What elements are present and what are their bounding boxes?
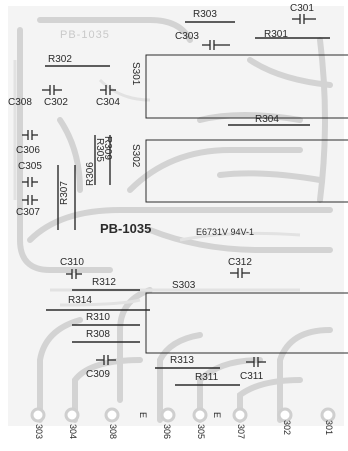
capacitor-label-c301: C301 (290, 3, 314, 14)
cap-c304 (100, 85, 116, 95)
resistor-label-r312: R312 (92, 277, 116, 288)
capacitor-label-c307: C307 (16, 207, 40, 218)
cap-c310 (66, 269, 82, 279)
capacitor-label-c310: C310 (60, 257, 84, 268)
connector-pads (30, 407, 336, 423)
pin-label-307: 307 (236, 424, 246, 440)
resistor-label-r306: R306 (85, 162, 96, 186)
resistor-label-r311: R311 (195, 372, 219, 383)
cap-c309 (96, 355, 116, 365)
pin-label-308: 308 (108, 424, 118, 440)
pin-label-e-left: E (138, 412, 148, 419)
resistor-label-r314: R314 (68, 295, 92, 306)
capacitor-label-c303: C303 (175, 31, 199, 42)
cap-c306 (22, 130, 38, 140)
capacitor-label-c312: C312 (228, 257, 252, 268)
pin-label-302: 302 (282, 420, 292, 436)
switch-label-s302: S302 (130, 144, 141, 168)
switch-label-s303: S303 (172, 280, 196, 291)
cap-c312 (230, 268, 250, 278)
capacitor-label-c302: C302 (44, 97, 68, 108)
pin-label-e-right: E (212, 412, 222, 419)
resistor-label-r304: R304 (255, 114, 279, 125)
cap-c301 (292, 14, 316, 24)
capacitor-symbols (22, 14, 316, 367)
board-id-label: PB-1035 (100, 221, 152, 236)
cap-c311 (246, 357, 266, 367)
pin-label-305: 305 (196, 424, 206, 440)
pin-label-304: 304 (68, 424, 78, 440)
resistor-label-r310: R310 (86, 312, 110, 323)
cap-c305 (22, 177, 38, 187)
cap-c307 (22, 195, 38, 205)
resistor-label-r303: R303 (193, 9, 217, 20)
capacitor-label-c311: C311 (240, 371, 264, 382)
resistor-label-r308: R308 (86, 329, 110, 340)
switch-label-s301: S301 (130, 62, 141, 86)
resistor-bars (45, 21, 330, 386)
resistor-label-r302: R302 (48, 54, 72, 65)
capacitor-label-c305: C305 (18, 161, 42, 172)
resistor-label-r301: R301 (264, 29, 288, 40)
ul-marking: E6731V 94V-1 (196, 227, 255, 237)
switch-s303-outline (145, 292, 348, 354)
cap-c302 (42, 85, 62, 95)
pin-label-301: 301 (324, 420, 334, 436)
resistor-label-r313: R313 (170, 355, 194, 366)
pin-label-306: 306 (162, 424, 172, 440)
cap-c303 (202, 40, 230, 50)
switch-s301-outline (145, 54, 348, 119)
capacitor-label-c306: C306 (16, 145, 40, 156)
copper-traces (17, 17, 333, 423)
pin-label-303: 303 (34, 424, 44, 440)
resistor-label-r307: R307 (59, 181, 70, 205)
capacitor-label-c304: C304 (96, 97, 120, 108)
switch-s302-outline (145, 139, 348, 203)
resistor-label-r309: R309 (102, 136, 113, 160)
mirror-board-label: PB-1035 (60, 29, 110, 41)
switch-outlines (145, 54, 348, 354)
capacitor-label-c308: C308 (8, 97, 32, 108)
capacitor-label-c309: C309 (86, 369, 110, 380)
